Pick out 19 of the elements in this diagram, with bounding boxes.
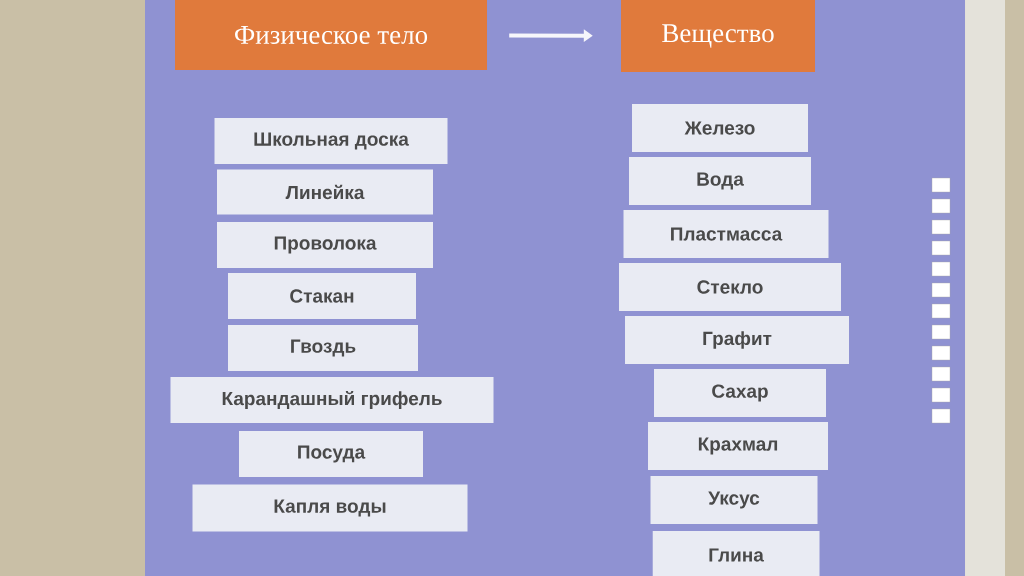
heading-box: Физическое тело bbox=[175, 0, 487, 70]
word-card: Уксус bbox=[650, 476, 818, 524]
word-card: Карандашный грифель bbox=[170, 377, 494, 423]
word-card: Крахмал bbox=[648, 422, 828, 470]
word-card: Стекло bbox=[619, 263, 841, 311]
word-card: Сахар bbox=[654, 369, 826, 417]
word-card: Графит bbox=[625, 316, 849, 364]
word-card: Глина bbox=[652, 531, 820, 576]
word-card: Стакан bbox=[228, 273, 416, 319]
word-card: Пластмасса bbox=[623, 210, 829, 258]
heading-box: Вещество bbox=[621, 0, 815, 72]
word-card: Гвоздь bbox=[228, 325, 418, 371]
word-card: Капля воды bbox=[192, 484, 468, 532]
word-card: Линейка bbox=[217, 169, 433, 215]
word-card: Железо bbox=[632, 104, 808, 152]
word-card: Школьная доска bbox=[214, 118, 448, 164]
word-card: Посуда bbox=[239, 431, 423, 477]
word-card: Проволока bbox=[217, 222, 433, 268]
word-card: Вода bbox=[629, 157, 811, 205]
